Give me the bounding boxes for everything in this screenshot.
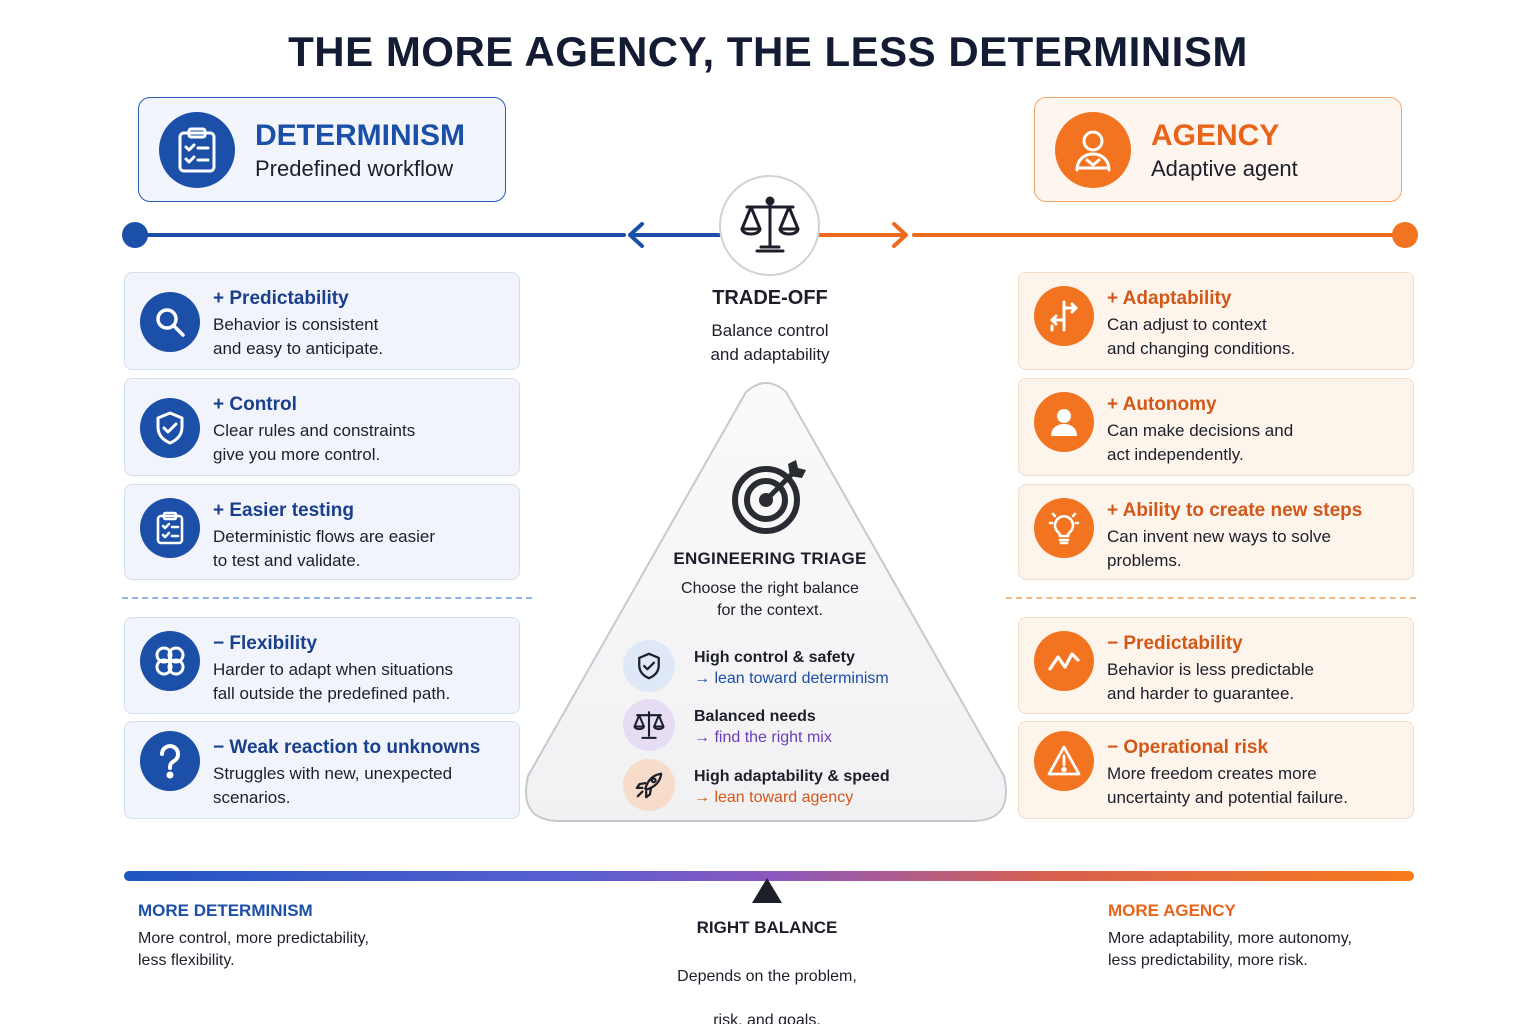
triage-item-1: High control & safety → lean toward dete… bbox=[694, 649, 889, 687]
card-title: + Predictability bbox=[213, 288, 349, 309]
triage-item-3: High adaptability & speed → lean toward … bbox=[694, 768, 890, 806]
card-title: − Predictability bbox=[1107, 633, 1243, 654]
axis-left-line bbox=[140, 233, 626, 237]
card-title: + Autonomy bbox=[1107, 394, 1217, 415]
card-desc: Can adjust to context and changing condi… bbox=[1107, 315, 1296, 358]
card-desc: Clear rules and constraints give you mor… bbox=[213, 421, 416, 464]
clipboard-checklist-icon bbox=[140, 498, 200, 558]
left-divider bbox=[122, 597, 532, 599]
right-divider bbox=[1006, 597, 1416, 599]
bottom-center-desc: Depends on the problem, risk, and goals. bbox=[677, 968, 857, 1024]
person-icon bbox=[1034, 392, 1094, 452]
card-desc: More freedom creates more uncertainty an… bbox=[1107, 764, 1348, 807]
determinism-header: DETERMINISM Predefined workflow bbox=[138, 97, 506, 202]
arrow-left-icon bbox=[628, 222, 720, 248]
card-title: + Control bbox=[213, 394, 297, 415]
agency-subtitle: Adaptive agent bbox=[1151, 155, 1298, 181]
card-title: − Operational risk bbox=[1107, 737, 1269, 758]
agency-title: AGENCY bbox=[1151, 118, 1280, 152]
axis-right-dot bbox=[1392, 222, 1418, 248]
card-desc: Can make decisions and act independently… bbox=[1107, 421, 1294, 464]
tradeoff-subtitle: Balance control and adaptability bbox=[710, 321, 830, 364]
determinism-title: DETERMINISM bbox=[255, 118, 465, 152]
lightbulb-icon bbox=[1034, 498, 1094, 558]
card-desc: Behavior is consistent and easy to antic… bbox=[213, 315, 384, 358]
rocket-icon bbox=[623, 759, 675, 811]
zigzag-line-icon bbox=[1034, 631, 1094, 691]
shield-check-icon bbox=[140, 398, 200, 458]
magnifier-icon bbox=[140, 292, 200, 352]
card-desc: Harder to adapt when situations fall out… bbox=[213, 660, 454, 703]
bottom-center-title: RIGHT BALANCE bbox=[696, 918, 838, 937]
shield-check-icon bbox=[623, 640, 675, 692]
balance-scale-icon bbox=[719, 175, 820, 276]
bottom-left-desc: More control, more predictability, less … bbox=[138, 930, 369, 969]
clipboard-checklist-icon bbox=[159, 111, 235, 188]
card-title: − Flexibility bbox=[213, 633, 318, 654]
card-title: − Weak reaction to unknowns bbox=[213, 737, 481, 758]
bottom-right-title: MORE AGENCY bbox=[1108, 901, 1236, 920]
card-title: + Adaptability bbox=[1107, 288, 1232, 309]
page-title: THE MORE AGENCY, THE LESS DETERMINISM bbox=[288, 28, 1248, 75]
question-mark-icon bbox=[140, 731, 200, 791]
triage-item-2: Balanced needs → find the right mix bbox=[694, 708, 832, 746]
bottom-left-title: MORE DETERMINISM bbox=[138, 901, 313, 920]
card-desc: Behavior is less predictable and harder … bbox=[1107, 660, 1314, 703]
card-desc: Struggles with new, unexpected scenarios… bbox=[213, 764, 453, 807]
triage-title: ENGINEERING TRIAGE bbox=[673, 549, 867, 568]
agent-person-icon bbox=[1055, 111, 1131, 188]
arrow-right-icon bbox=[818, 222, 908, 248]
determinism-subtitle: Predefined workflow bbox=[255, 155, 454, 181]
card-title: + Ability to create new steps bbox=[1107, 500, 1363, 521]
balance-scale-icon bbox=[623, 699, 675, 751]
balance-pointer-icon bbox=[752, 878, 782, 903]
bottom-right-desc: More adaptability, more autonomy, less p… bbox=[1108, 930, 1352, 969]
card-desc: Can invent new ways to solve problems. bbox=[1107, 527, 1331, 570]
tradeoff-title: TRADE-OFF bbox=[712, 287, 828, 309]
card-title: + Easier testing bbox=[213, 500, 354, 521]
knot-icon bbox=[140, 631, 200, 691]
triage-subtitle: Choose the right balance for the context… bbox=[681, 580, 859, 619]
target-icon bbox=[732, 460, 806, 534]
spectrum-bar bbox=[124, 871, 1414, 881]
route-arrows-icon bbox=[1034, 286, 1094, 346]
warning-triangle-icon bbox=[1034, 731, 1094, 791]
axis-right-line bbox=[912, 233, 1402, 237]
agency-header: AGENCY Adaptive agent bbox=[1034, 97, 1402, 202]
card-desc: Deterministic flows are easier to test a… bbox=[213, 527, 436, 570]
